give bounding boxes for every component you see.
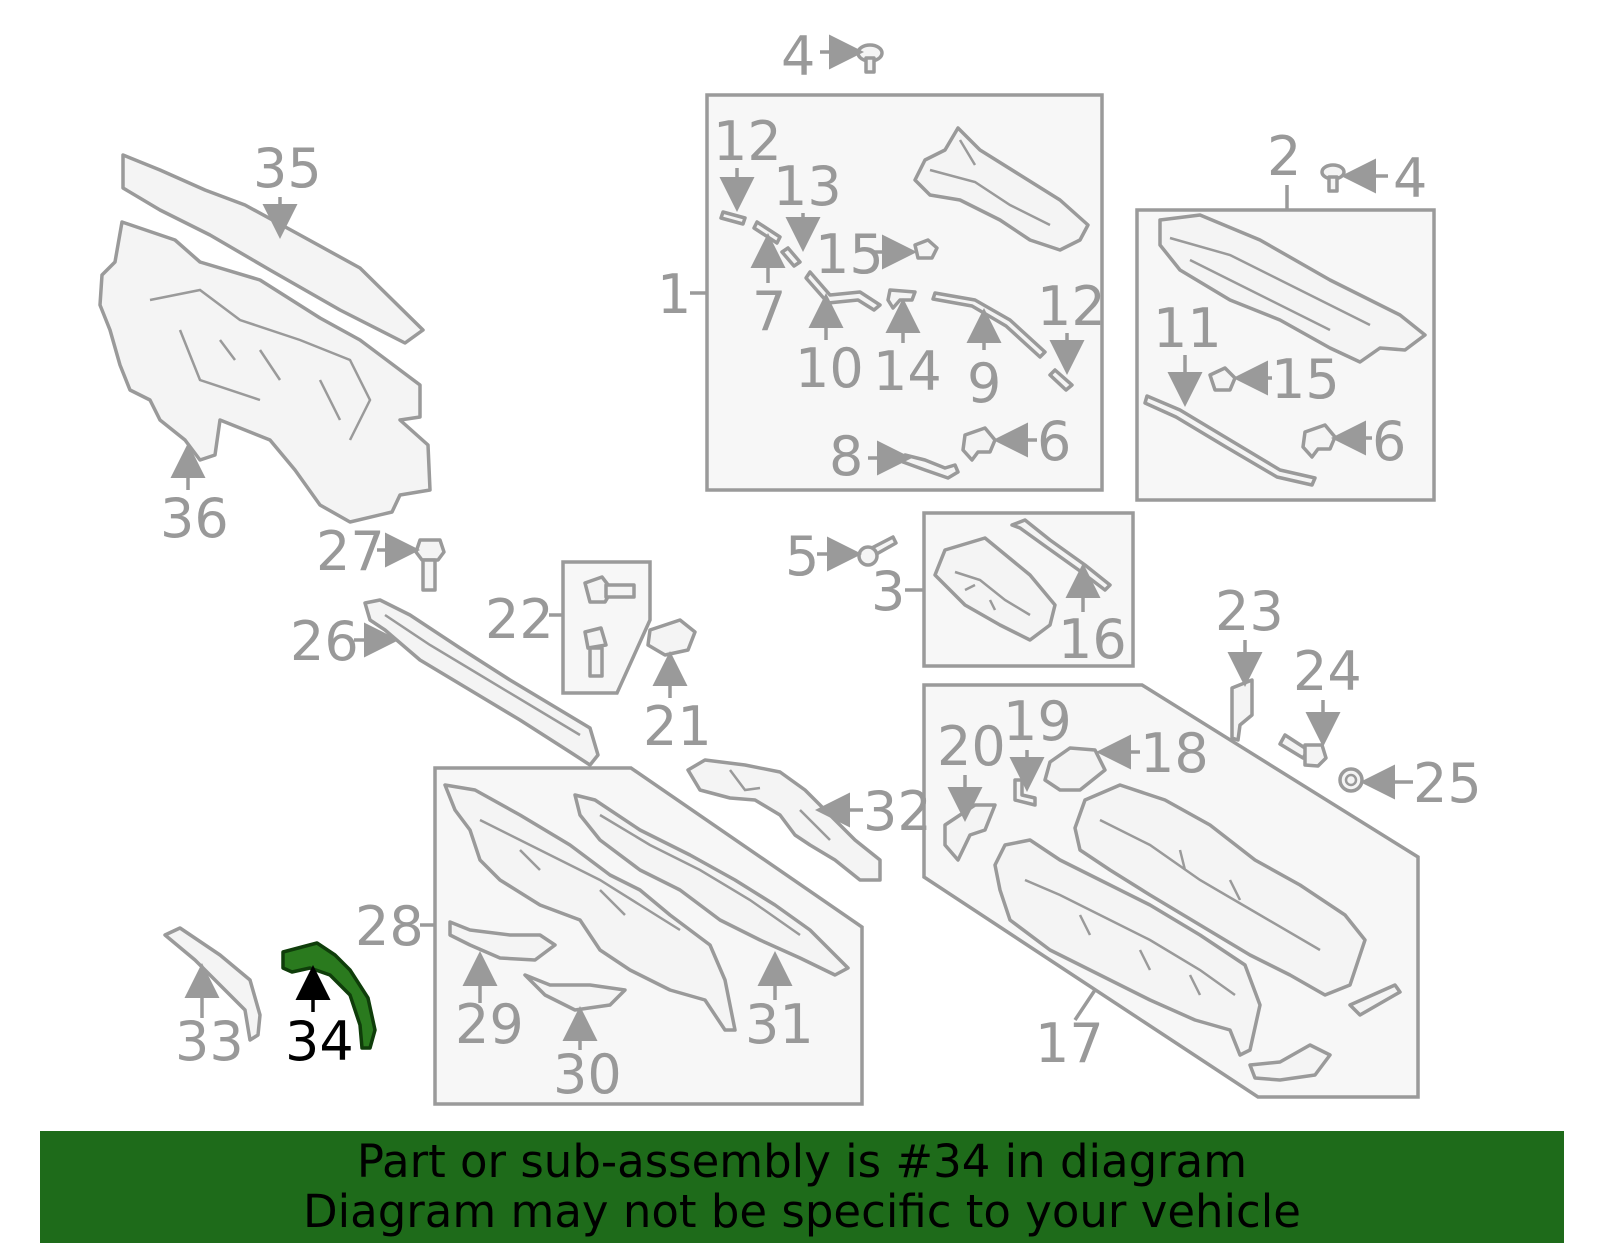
part-15-a-shape [913, 238, 939, 260]
leader-17 [1073, 989, 1097, 1021]
part-5-icon [857, 535, 898, 567]
part-28-detail [479, 818, 681, 932]
part-36-shape [98, 220, 432, 524]
callout-1: 1 [657, 263, 691, 326]
banner-line-2: Diagram may not be specific to your vehi… [303, 1185, 1301, 1238]
callout-22: 22 [485, 588, 554, 651]
part-23-shape [1230, 678, 1254, 742]
callout-15-b: 15 [1271, 348, 1340, 411]
part-15-b-shape [1208, 366, 1237, 392]
part-30-shape [523, 973, 627, 1012]
part-27-icon [414, 538, 446, 592]
part-11-shape [1143, 394, 1317, 487]
part-25-icon [1338, 767, 1364, 793]
part-22-bolts [583, 575, 636, 678]
info-banner: Part or sub-assembly is #34 in diagram D… [40, 1131, 1564, 1243]
banner-line-1: Part or sub-assembly is #34 in diagram [356, 1135, 1248, 1188]
callout-7: 7 [752, 280, 786, 343]
callout-14: 14 [873, 340, 942, 403]
part-32-shape [686, 758, 882, 882]
part-3-shape [933, 536, 1057, 642]
part-17-lower-shape [993, 838, 1262, 1057]
part-1-cowl [913, 126, 1090, 252]
callout-12-a: 12 [713, 110, 782, 173]
part-6-a-shape [961, 426, 997, 462]
callout-6-a: 6 [1037, 410, 1071, 473]
callout-13: 13 [773, 155, 842, 218]
callout-21: 21 [643, 695, 712, 758]
part-2-cowl [1158, 213, 1427, 364]
part-28-shape [443, 783, 737, 1032]
part-18-shape [1043, 746, 1107, 792]
callout-3: 3 [871, 560, 905, 623]
part-35-shape [121, 153, 425, 345]
part-4-top-icon [856, 43, 884, 74]
part-17-tab-shape [1348, 983, 1402, 1017]
part-2-cowl-detail [1169, 236, 1371, 332]
callout-36: 36 [160, 487, 229, 550]
callout-4-right: 4 [1393, 147, 1427, 210]
callout-30: 30 [553, 1043, 622, 1106]
part-12-a-shape [719, 210, 747, 226]
callout-18: 18 [1140, 722, 1209, 785]
part-21-shape [646, 618, 697, 657]
callout-27: 27 [316, 520, 385, 583]
callout-15-a: 15 [815, 223, 884, 286]
callout-9: 9 [967, 352, 1001, 415]
callout-19: 19 [1003, 690, 1072, 753]
callout-11: 11 [1153, 297, 1222, 360]
callout-31: 31 [745, 993, 814, 1056]
callout-4-top: 4 [781, 25, 815, 88]
part-29-shape [448, 920, 557, 962]
callout-8: 8 [829, 425, 863, 488]
part-9-shape [931, 291, 1047, 359]
callout-32: 32 [863, 780, 932, 843]
part-26-detail [384, 613, 581, 737]
callout-12-b: 12 [1037, 275, 1106, 338]
callout-29: 29 [455, 993, 524, 1056]
callout-26: 26 [290, 610, 359, 673]
part-31-detail [599, 813, 801, 937]
callout-2: 2 [1267, 125, 1301, 188]
part-24-icon [1278, 733, 1328, 768]
part-6-b-shape [1301, 423, 1337, 459]
callout-35: 35 [253, 137, 322, 200]
callout-34: 34 [285, 1010, 354, 1073]
callout-25: 25 [1413, 752, 1482, 815]
callout-28: 28 [355, 895, 424, 958]
part-4-right-icon [1320, 163, 1346, 193]
part-1-cowl-detail [929, 139, 1051, 227]
part-17-upper-shape [1073, 783, 1367, 997]
part-36-detail [149, 288, 372, 441]
callout-17: 17 [1035, 1012, 1104, 1075]
callout-24: 24 [1293, 640, 1362, 703]
callout-16: 16 [1058, 608, 1127, 671]
part-3-detail [954, 570, 1031, 617]
part-17-upper-detail [1099, 818, 1321, 952]
part-17-foot-shape [1248, 1043, 1332, 1082]
callout-20: 20 [937, 715, 1006, 778]
callout-10: 10 [795, 337, 864, 400]
callout-6-b: 6 [1372, 410, 1406, 473]
callout-33: 33 [175, 1010, 244, 1073]
part-17-lower-detail [1024, 878, 1236, 997]
callout-5: 5 [785, 525, 819, 588]
callout-23: 23 [1215, 580, 1284, 643]
